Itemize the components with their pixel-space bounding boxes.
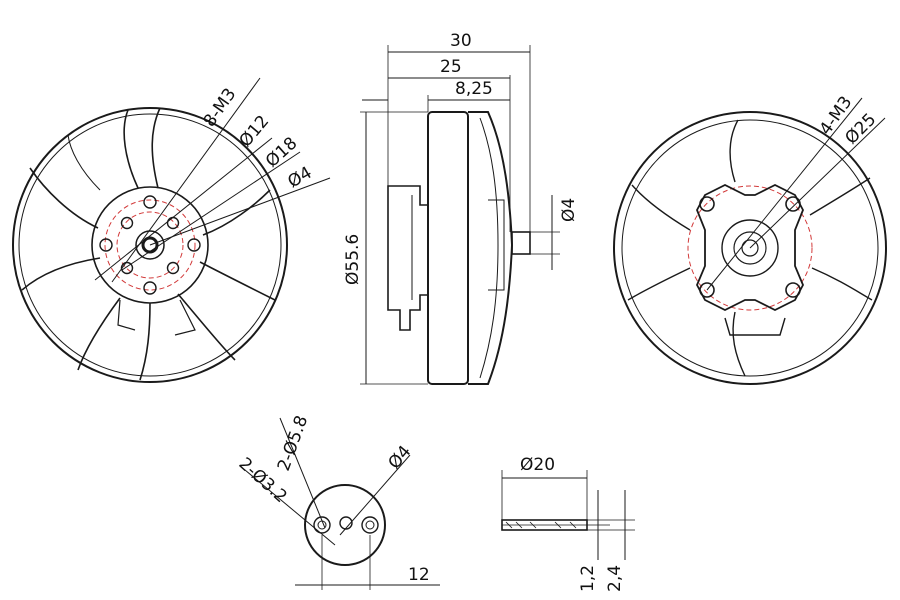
label-d4-small: Ø4 xyxy=(385,442,416,473)
side-shaft xyxy=(511,231,531,255)
label-len12: 12 xyxy=(408,565,430,585)
front-spoke xyxy=(199,261,276,301)
label-t24: 2,4 xyxy=(605,565,625,592)
leader-d4 xyxy=(149,177,331,246)
label-d4-shaft: Ø4 xyxy=(559,198,579,222)
rear-hole xyxy=(785,282,801,298)
rear-spoke xyxy=(811,267,873,301)
side-bell xyxy=(427,111,469,385)
front-hole xyxy=(166,261,180,275)
leader-8m3 xyxy=(111,77,261,283)
front-spoke xyxy=(29,167,99,229)
front-bolt-circle-outer xyxy=(104,199,196,291)
rear-spoke xyxy=(809,177,871,216)
rear-bolt-circle xyxy=(687,185,813,311)
side-dome-inner xyxy=(479,117,499,379)
rear-spoke xyxy=(627,267,691,301)
rear-shaft xyxy=(741,239,759,257)
rear-hole xyxy=(785,196,801,212)
front-hole xyxy=(143,281,157,295)
rear-center-ring xyxy=(721,219,779,277)
front-clip xyxy=(117,299,136,331)
front-spoke xyxy=(21,257,101,291)
rear-clip xyxy=(724,317,786,336)
label-d58: 2-Ø5.8 xyxy=(274,413,312,474)
side-view: 30 25 8,25 Ø55.6 Ø4 xyxy=(343,31,579,385)
front-spoke xyxy=(202,189,271,236)
front-clip xyxy=(174,299,196,336)
front-hole xyxy=(99,238,113,252)
front-inner-rim xyxy=(18,113,282,377)
label-d20: Ø20 xyxy=(520,455,555,475)
leader-d25 xyxy=(749,117,886,249)
front-shaft-boss xyxy=(135,230,165,260)
front-spoke xyxy=(177,293,236,361)
label-d18: Ø18 xyxy=(262,133,301,171)
leader-d32 xyxy=(244,469,336,546)
rear-view: 4-M3 Ø25 xyxy=(613,93,887,385)
front-hole xyxy=(166,216,180,230)
adapter-hole-left xyxy=(313,516,331,534)
rear-hole xyxy=(699,196,715,212)
rear-spoke xyxy=(729,119,739,183)
rear-outer-rim xyxy=(613,111,887,385)
front-hole xyxy=(120,216,134,230)
rear-center-boss xyxy=(733,231,767,265)
label-t12: 1,2 xyxy=(578,565,598,592)
label-8m3: 8-M3 xyxy=(200,85,241,131)
front-spoke xyxy=(139,302,151,381)
leader-d18 xyxy=(121,151,301,271)
front-bolt-circle-inner xyxy=(116,211,184,279)
front-spoke xyxy=(77,297,121,371)
adapter-hole-right-inner xyxy=(365,520,375,530)
label-w825: 8,25 xyxy=(455,79,493,99)
adapter-outline xyxy=(304,484,386,566)
rear-spoke xyxy=(631,184,691,231)
rear-spoke xyxy=(732,311,746,377)
leader-d4-small xyxy=(339,454,411,536)
label-d12: Ø12 xyxy=(236,112,274,152)
front-view: 8-M3 Ø12 Ø18 Ø4 xyxy=(12,77,331,383)
front-outer-rim xyxy=(12,107,288,383)
label-w25: 25 xyxy=(440,57,462,77)
adapter-side-hatch xyxy=(505,521,577,529)
rear-cross-mount xyxy=(696,183,804,312)
front-spoke xyxy=(123,109,139,189)
rear-inner-rim xyxy=(621,119,879,377)
front-hole xyxy=(120,261,134,275)
leader-4m3 xyxy=(706,97,863,291)
leader-d58 xyxy=(279,417,326,529)
side-core xyxy=(488,199,505,291)
front-spoke xyxy=(151,107,161,189)
front-spoke xyxy=(67,134,101,191)
label-d4-front: Ø4 xyxy=(285,163,316,192)
adapter-center-hole xyxy=(339,516,353,530)
adapter-side-view: Ø20 1,2 2,4 xyxy=(501,455,635,592)
adapter-hole-right xyxy=(361,516,379,534)
label-w30: 30 xyxy=(450,31,472,51)
side-base xyxy=(387,185,429,331)
leader-d12 xyxy=(94,137,273,281)
front-hole xyxy=(187,238,201,252)
label-d55: Ø55.6 xyxy=(343,234,363,285)
adapter-front-view: 2-Ø5.8 2-Ø3.2 Ø4 12 xyxy=(235,413,440,590)
front-hole xyxy=(143,195,157,209)
rear-hole xyxy=(699,282,715,298)
